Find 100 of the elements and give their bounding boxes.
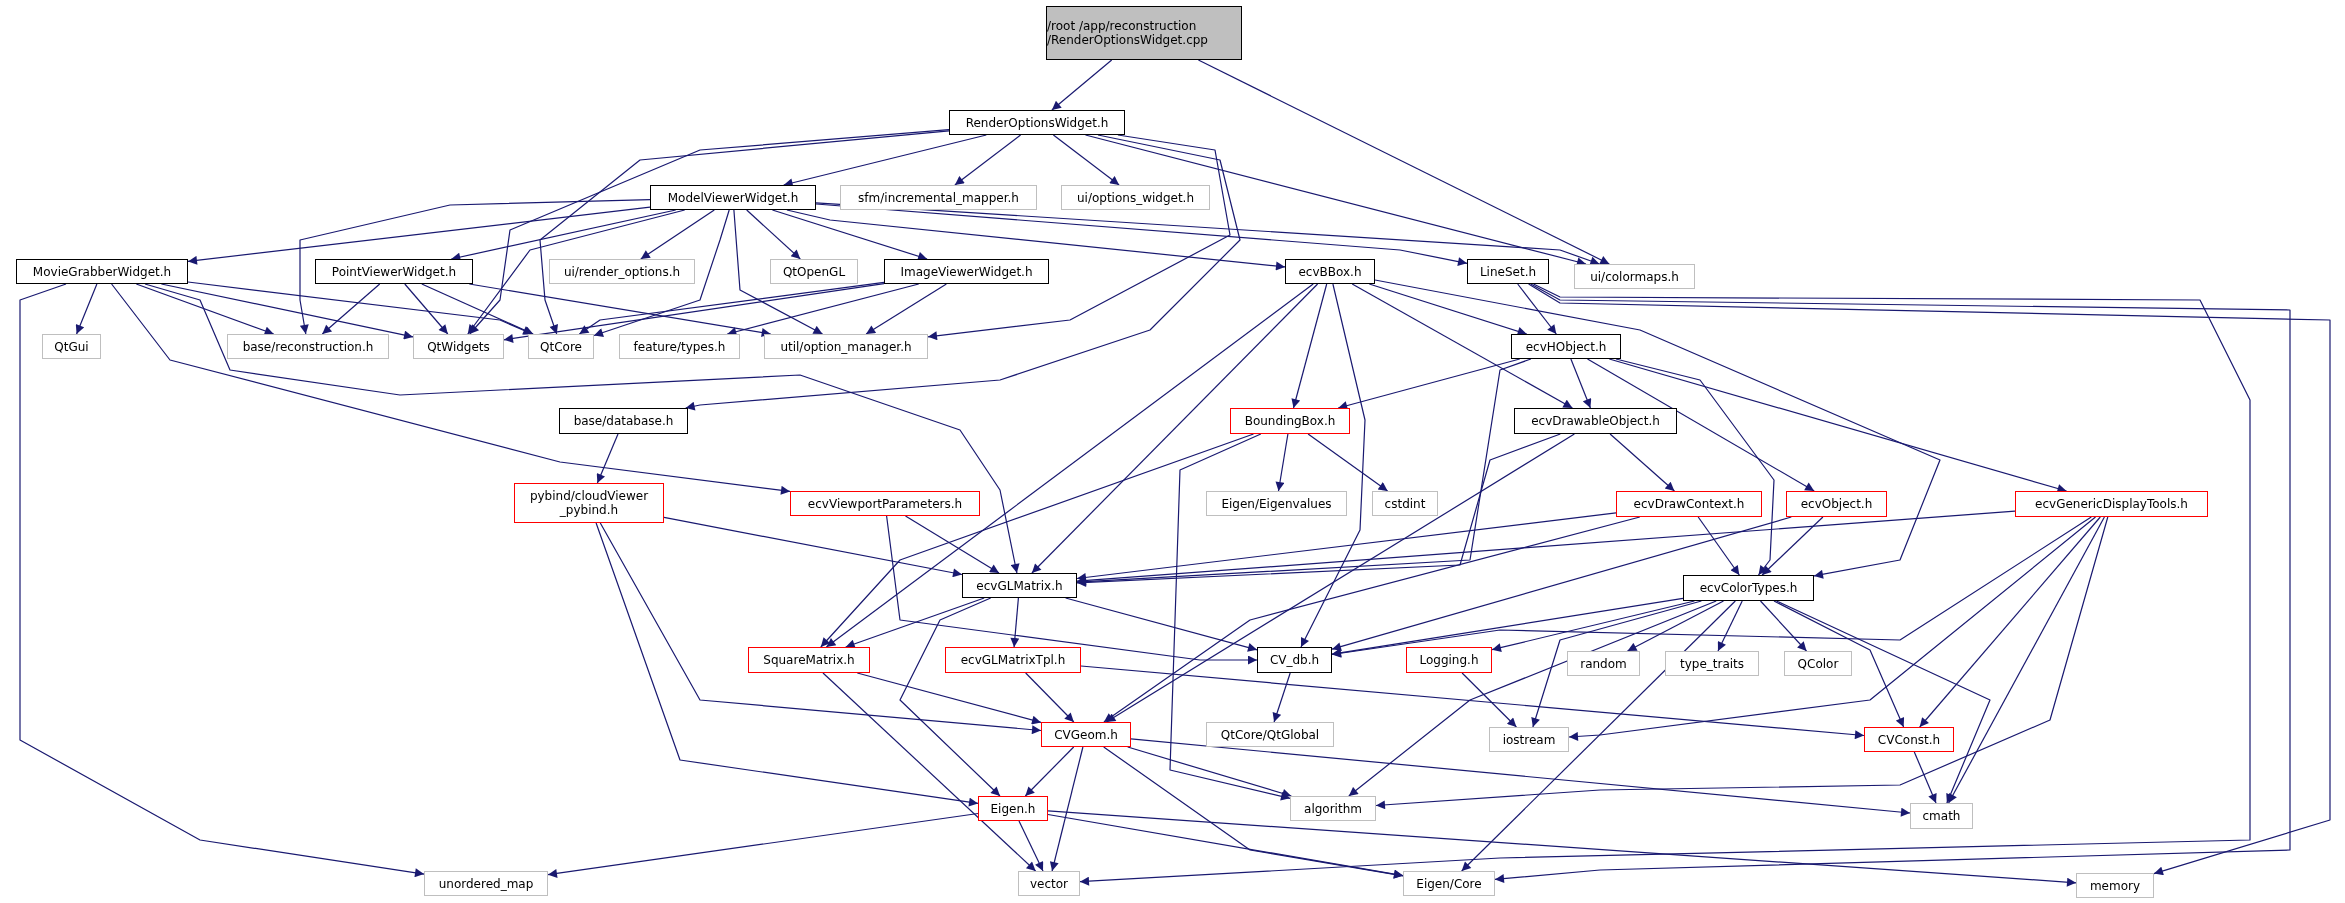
file-name: algorithm [1304,801,1362,816]
include-arrow [899,597,1001,797]
include-arrow [1348,600,1717,797]
header-file-box [650,185,816,210]
external-header-box [424,871,548,896]
include-arrow [299,199,651,335]
file-name: LineSet.h [1479,264,1537,279]
external-header-box [840,185,1037,210]
external-header-box [1665,651,1759,676]
include-arrow [421,283,534,335]
include-arrow [1531,600,1702,728]
include-arrow [640,209,715,260]
include-arrow [467,209,686,335]
file-name: Logging.h [1419,653,1479,667]
truncated-header-box [1406,647,1492,673]
include-arrow [578,281,885,335]
include-arrow [404,283,449,335]
external-header-box [1206,491,1347,516]
include-arrow [685,134,1241,411]
file-name: ecvGenericDisplayTools.h [2035,497,2188,511]
include-arrow [663,516,963,578]
include-arrow [596,433,619,484]
include-arrow [19,283,425,878]
external-header-box [1206,722,1334,747]
header-file-box [315,259,473,284]
file-name: QtWidgets [427,339,490,354]
include-arrow [503,283,885,343]
external-header-box [1403,871,1495,896]
external-header-box [764,334,928,359]
include-arrow [1307,433,1389,492]
include-arrow [1697,516,1740,576]
header-file-box [1511,334,1621,359]
file-name: CVConst.h [1877,732,1941,747]
include-arrow [927,134,1231,341]
include-arrow [856,672,1042,725]
file-name: ecvColorTypes.h [1699,581,1798,595]
truncated-header-box [978,796,1048,821]
truncated-header-box [1041,722,1131,747]
header-file-box [1257,647,1332,673]
external-header-box [619,334,740,359]
file-name: random [1580,656,1627,671]
file-name: ecvGLMatrixTpl.h [960,653,1066,667]
file-name: Eigen.h [990,801,1036,816]
include-arrow [1491,600,1695,652]
include-arrow [1913,751,1937,804]
include-arrow [954,134,1022,186]
include-arrow [135,283,275,336]
header-file-box [1285,259,1375,284]
include-arrow [822,672,1037,872]
include-arrow [1775,600,1991,804]
header-file-box [884,259,1049,284]
include-arrow [1076,512,1617,582]
file-name: ImageViewerWidget.h [900,264,1033,279]
include-arrow [1169,433,1291,801]
include-arrow [1018,820,1044,872]
header-file-box [1683,575,1814,601]
include-arrow [1374,279,1941,579]
file-name: cmath [1922,809,1961,823]
include-arrow [1759,600,1808,652]
include-arrow [1197,59,1610,265]
include-arrow [593,209,730,337]
include-arrow [1291,283,1328,409]
include-arrow [1127,746,1292,798]
external-header-box [1290,796,1376,821]
include-arrow [1275,433,1289,492]
file-name: ecvGLMatrix.h [976,578,1063,593]
header-file-box [962,573,1077,598]
file-name: base/database.h [573,414,674,428]
file-name: vector [1029,876,1069,891]
include-arrow [1010,597,1020,648]
include-arrow [1331,516,1792,652]
include-arrow [1948,516,2105,804]
include-arrow [321,283,381,335]
include-arrow [786,209,1286,271]
file-name: QtOpenGL [782,264,846,279]
file-name: ui/options_widget.h [1076,190,1195,205]
external-header-box [2076,873,2154,898]
file-name: QtCore [540,339,582,354]
include-arrow [75,283,98,335]
file-name: QtCore/QtGlobal [1220,727,1320,742]
file-name: memory [2089,878,2141,893]
include-arrow [1461,672,1517,728]
include-arrow [815,203,1468,266]
external-header-box [770,259,858,284]
file-name: QtGui [54,339,89,354]
include-arrow [1368,283,1528,336]
external-header-box [1784,651,1852,676]
include-arrow [547,812,979,878]
file-name: ui/render_options.h [563,264,681,279]
external-header-box [1489,727,1569,752]
file-name: BoundingBox.h [1244,414,1336,428]
include-arrow [825,283,1314,648]
file-name: PointViewerWidget.h [331,264,457,279]
include-arrow [845,597,985,649]
include-arrow [1025,672,1075,723]
file-name: MovieGrabberWidget.h [32,264,172,279]
file-name: ecvViewportParameters.h [807,496,963,511]
truncated-header-box [945,647,1081,673]
file-name: ecvObject.h [1800,497,1873,511]
truncated-header-box [1864,727,1954,752]
